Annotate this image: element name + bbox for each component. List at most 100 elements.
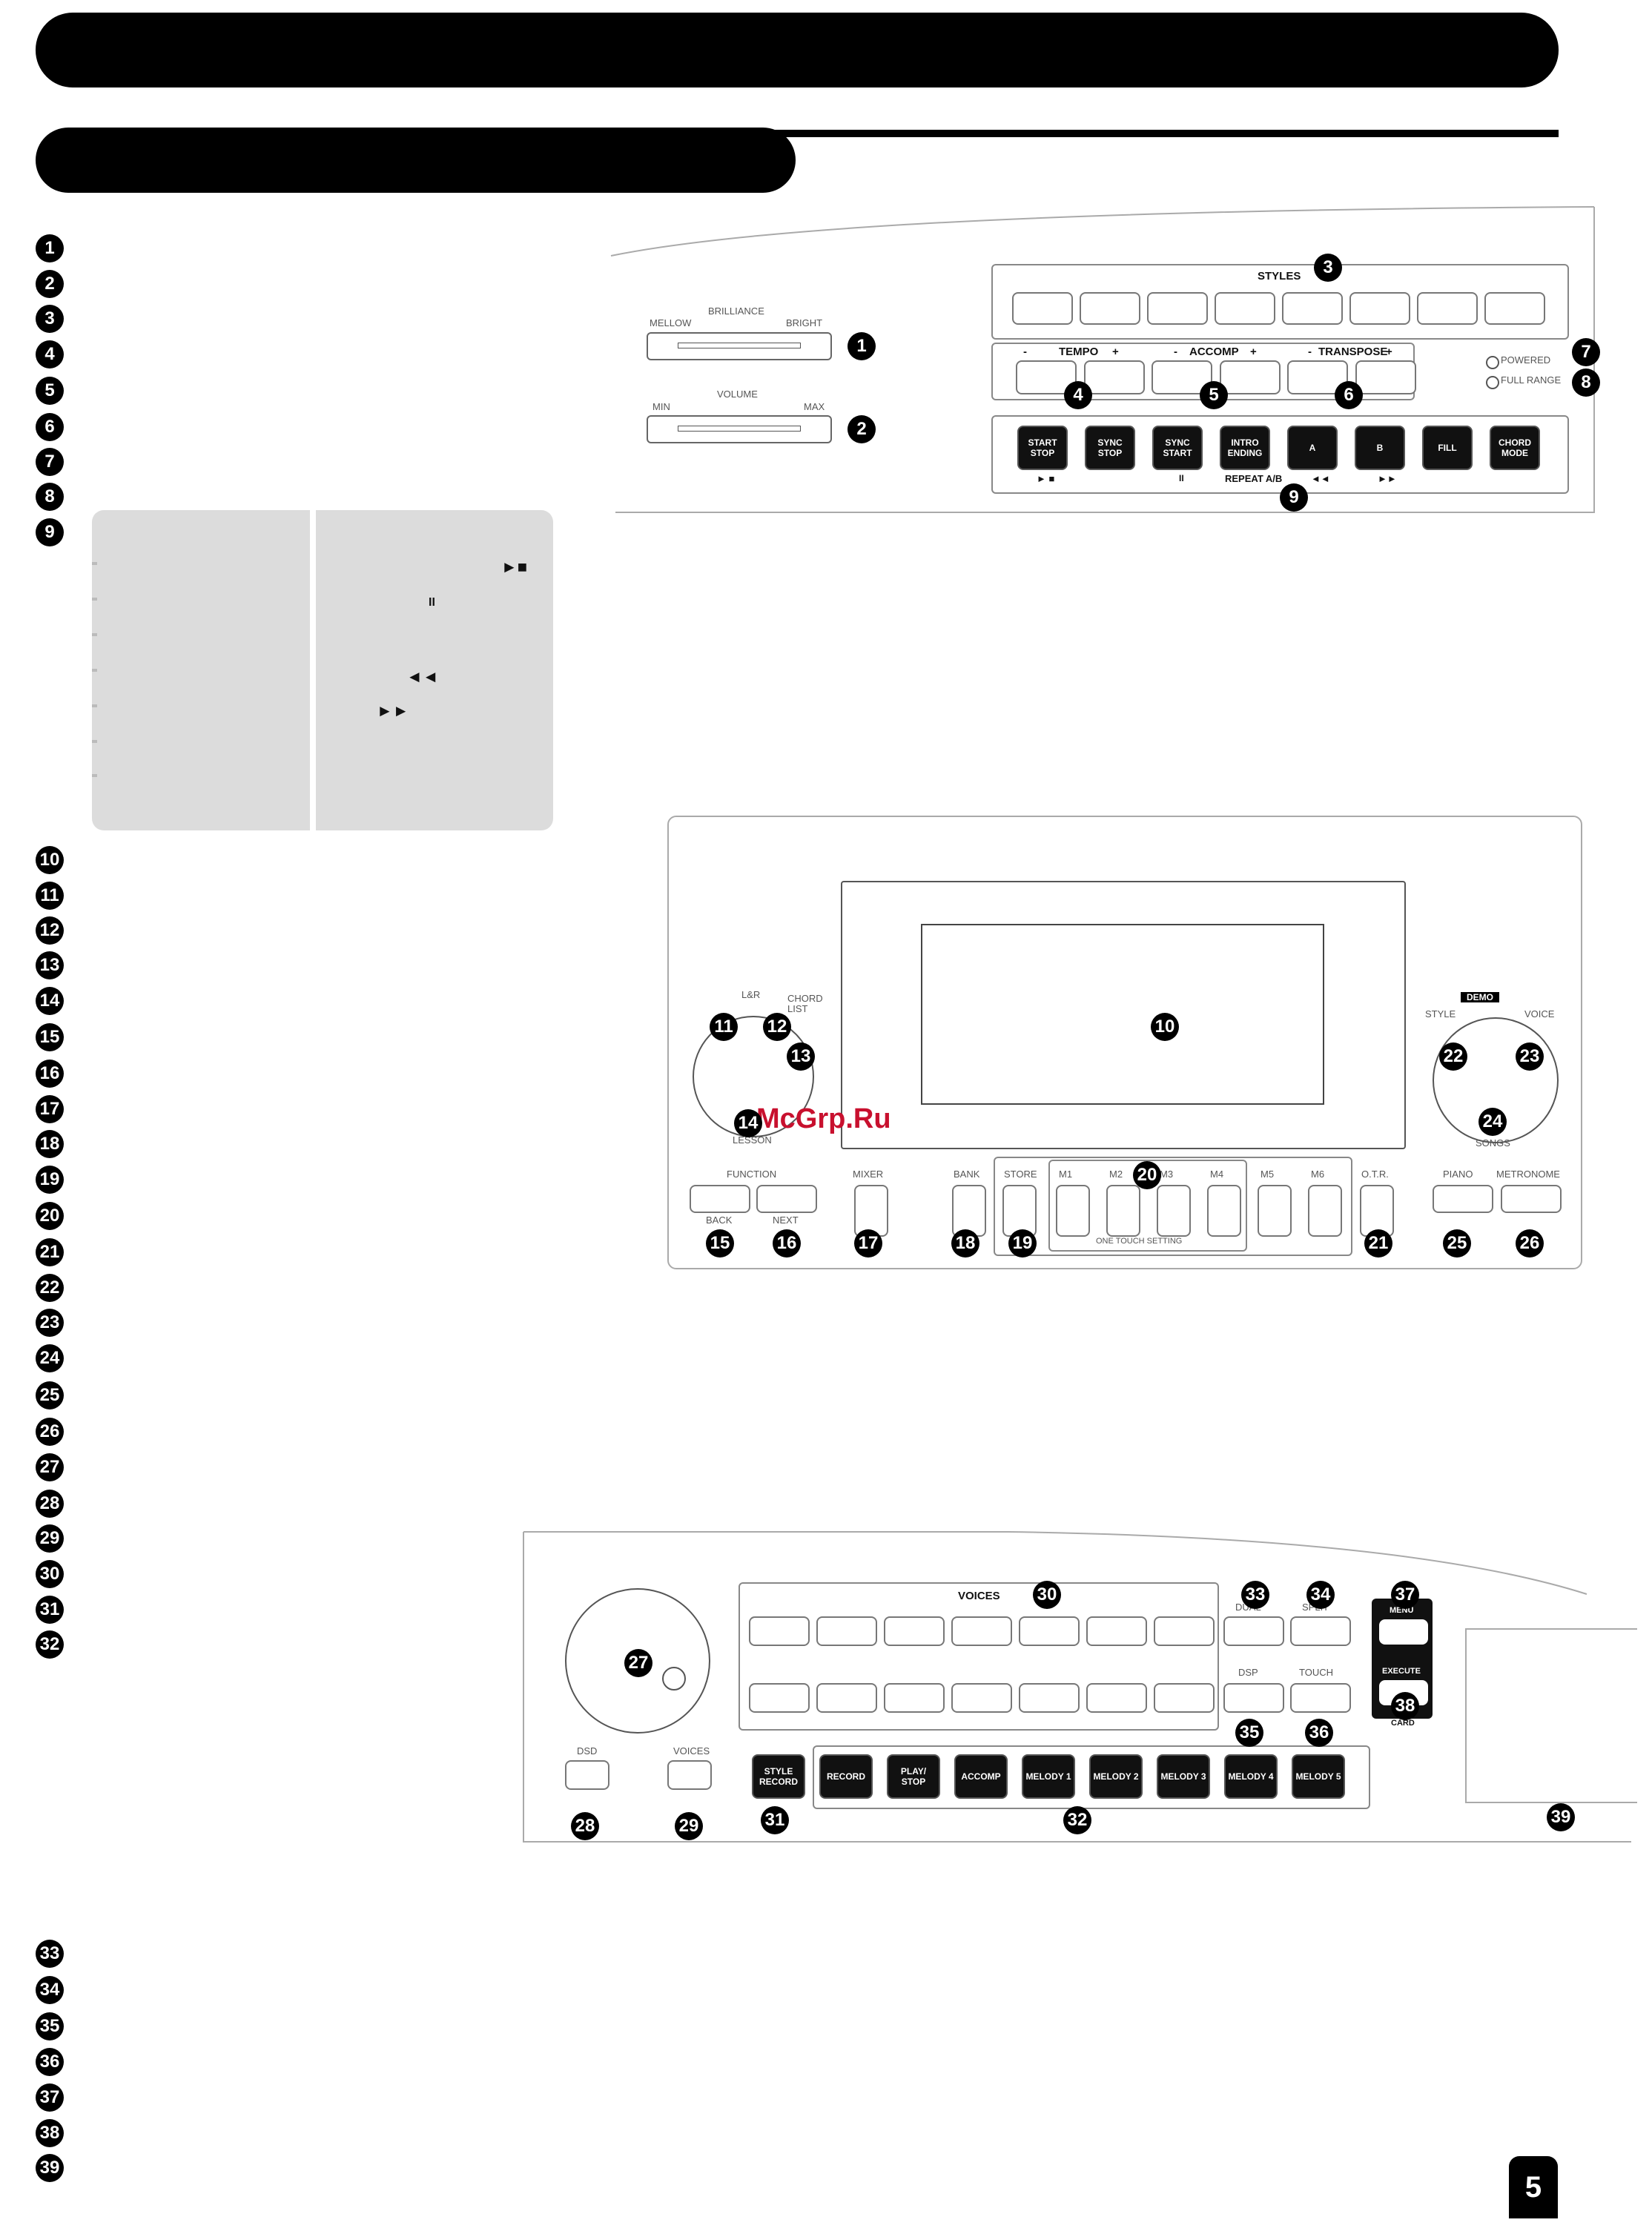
tempo-plus-label: + (1112, 346, 1119, 358)
voice-category-button[interactable] (816, 1616, 877, 1646)
a-button[interactable]: A (1287, 426, 1338, 470)
style-category-button[interactable] (1417, 292, 1478, 325)
voice-category-button[interactable] (1086, 1683, 1147, 1713)
next-label: NEXT (773, 1215, 799, 1226)
repeat-ab-function-table: ►■ II ◄◄ ►► (92, 510, 553, 830)
voice-category-button[interactable] (1154, 1616, 1215, 1646)
sync-stop-button[interactable]: SYNC STOP (1085, 426, 1135, 470)
melody3-button[interactable]: MELODY 3 (1157, 1754, 1210, 1799)
melody1-button[interactable]: MELODY 1 (1022, 1754, 1075, 1799)
voice-category-button[interactable] (1086, 1616, 1147, 1646)
brilliance-slider[interactable] (647, 332, 832, 360)
voice-category-button[interactable] (884, 1683, 945, 1713)
legend-number: 12 (36, 916, 64, 945)
voice-category-button[interactable] (884, 1616, 945, 1646)
data-dial[interactable] (565, 1588, 710, 1734)
legend-number: 10 (36, 846, 64, 874)
style-category-button[interactable] (1484, 292, 1545, 325)
store-button[interactable] (1002, 1185, 1037, 1237)
dsd-button[interactable] (565, 1760, 609, 1790)
metronome-button[interactable] (1501, 1185, 1562, 1213)
voice-category-button[interactable] (951, 1683, 1012, 1713)
melody5-button[interactable]: MELODY 5 (1292, 1754, 1345, 1799)
transpose-plus-button[interactable] (1355, 360, 1416, 394)
voice-category-button[interactable] (749, 1616, 810, 1646)
voices-label: VOICES (958, 1590, 1000, 1602)
song-record-frame (813, 1745, 1370, 1809)
diagram-callout: 34 (1306, 1581, 1335, 1609)
mixer-label: MIXER (853, 1169, 884, 1180)
diagram-callout: 19 (1008, 1229, 1037, 1258)
legend-number: 32 (36, 1630, 64, 1659)
dsp-button[interactable] (1223, 1683, 1284, 1713)
voice-category-button[interactable] (1019, 1683, 1080, 1713)
chapter-title-bar (36, 13, 1559, 87)
melody4-button[interactable]: MELODY 4 (1224, 1754, 1278, 1799)
voice-category-button[interactable] (816, 1683, 877, 1713)
record-button[interactable]: RECORD (819, 1754, 873, 1799)
lcd-display (921, 924, 1324, 1105)
diagram-callout: 21 (1364, 1229, 1392, 1258)
style-category-button[interactable] (1080, 292, 1140, 325)
diagram-callout: 33 (1241, 1581, 1269, 1609)
legend-number: 36 (36, 2048, 64, 2076)
voices-mode-button[interactable] (667, 1760, 712, 1790)
otr-button[interactable] (1360, 1185, 1394, 1237)
legend-number: 34 (36, 1976, 64, 2004)
pause-symbol: II (429, 596, 435, 609)
legend-number: 17 (36, 1095, 64, 1123)
voice-category-button[interactable] (951, 1616, 1012, 1646)
m4-button[interactable] (1207, 1185, 1241, 1237)
tempo-plus-button[interactable] (1084, 360, 1145, 394)
legend-number: 18 (36, 1130, 64, 1158)
m5-button[interactable] (1258, 1185, 1292, 1237)
dual-button[interactable] (1223, 1616, 1284, 1646)
chord-mode-button[interactable]: CHORD MODE (1490, 426, 1540, 470)
next-button[interactable] (756, 1185, 817, 1213)
m2-button[interactable] (1106, 1185, 1140, 1237)
style-category-button[interactable] (1349, 292, 1410, 325)
legend-number: 14 (36, 987, 64, 1015)
m3-button[interactable] (1157, 1185, 1191, 1237)
voice-category-button[interactable] (749, 1683, 810, 1713)
tempo-minus-button[interactable] (1016, 360, 1077, 394)
songs-label: SONGS (1476, 1137, 1510, 1149)
start-stop-button[interactable]: START STOP (1017, 426, 1068, 470)
play-stop-button[interactable]: PLAY/ STOP (887, 1754, 940, 1799)
intro-ending-button[interactable]: INTRO ENDING (1220, 426, 1270, 470)
style-category-button[interactable] (1147, 292, 1208, 325)
piano-button[interactable] (1433, 1185, 1493, 1213)
legend-number: 31 (36, 1596, 64, 1624)
bank-button[interactable] (952, 1185, 986, 1237)
legend-number: 13 (36, 951, 64, 979)
accomp-button[interactable]: ACCOMP (954, 1754, 1008, 1799)
voice-category-button[interactable] (1019, 1616, 1080, 1646)
style-record-button[interactable]: STYLE RECORD (752, 1754, 805, 1799)
touch-button[interactable] (1290, 1683, 1351, 1713)
diagram-callout: 18 (951, 1229, 979, 1258)
m1-button[interactable] (1056, 1185, 1090, 1237)
menu-button[interactable] (1379, 1619, 1428, 1645)
rewind-symbol: ◄◄ (406, 667, 439, 686)
volume-slider[interactable] (647, 415, 832, 443)
back-button[interactable] (690, 1185, 750, 1213)
melody2-button[interactable]: MELODY 2 (1089, 1754, 1143, 1799)
diagram-callout: 23 (1516, 1042, 1544, 1071)
style-category-button[interactable] (1282, 292, 1343, 325)
m5-label: M5 (1261, 1169, 1275, 1180)
accomp-plus-button[interactable] (1220, 360, 1281, 394)
b-button[interactable]: B (1355, 426, 1405, 470)
m6-button[interactable] (1308, 1185, 1342, 1237)
sync-start-button[interactable]: SYNC START (1152, 426, 1203, 470)
style-category-button[interactable] (1012, 292, 1073, 325)
split-button[interactable] (1290, 1616, 1351, 1646)
tempo-minus-label: - (1023, 346, 1027, 358)
diagram-callout: 35 (1235, 1719, 1263, 1747)
style-category-button[interactable] (1215, 292, 1275, 325)
voice-category-button[interactable] (1154, 1683, 1215, 1713)
mixer-button[interactable] (854, 1185, 888, 1237)
diagram-callout: 37 (1391, 1581, 1419, 1609)
diagram-callout: 27 (624, 1649, 652, 1677)
fill-button[interactable]: FILL (1422, 426, 1473, 470)
diagram-callout: 5 (1200, 381, 1228, 409)
